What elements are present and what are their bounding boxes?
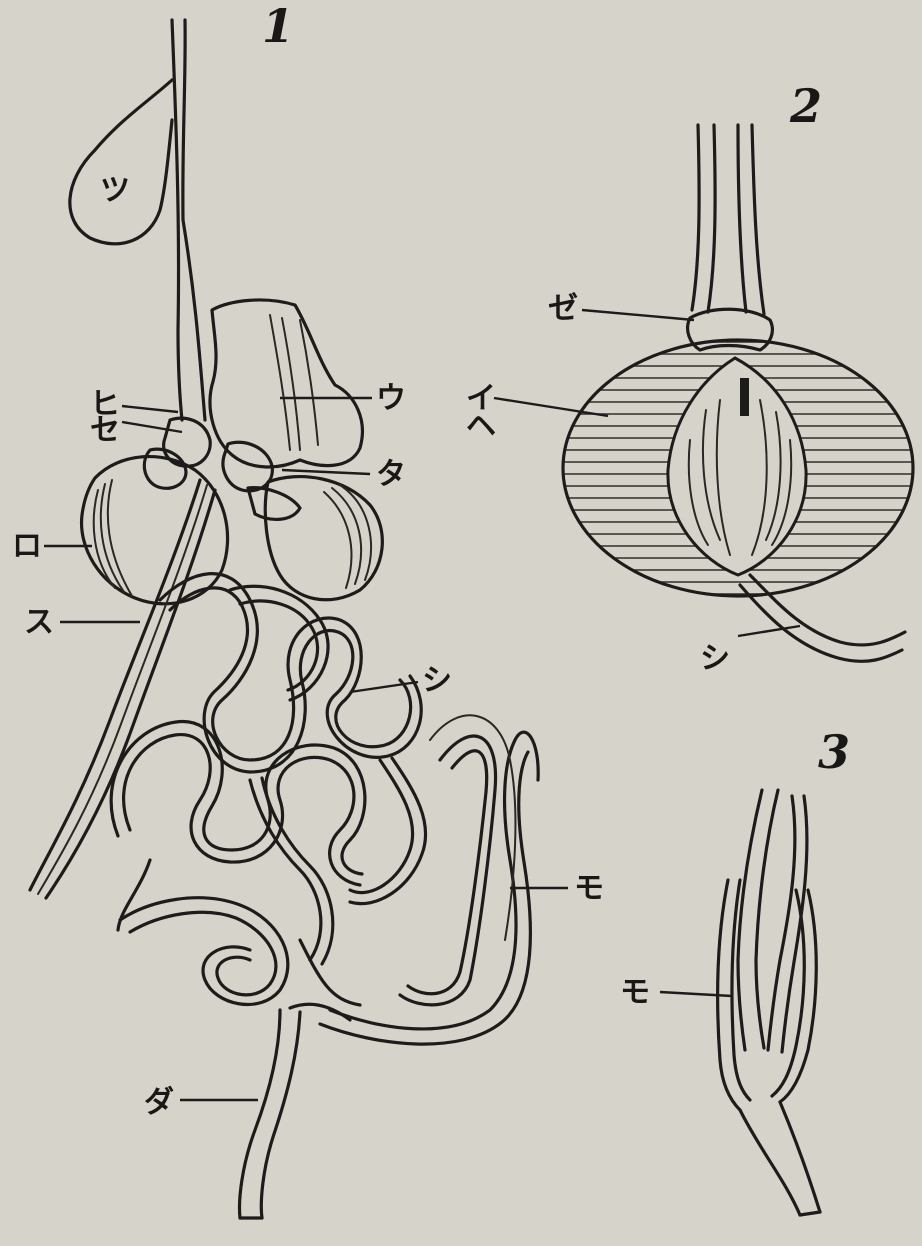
figure-1-label-mo: モ (574, 871, 604, 906)
figure-3-branching-duct (718, 790, 820, 1215)
figure-1-sac-and-duct (70, 20, 205, 420)
figure-1-label-ta: タ (376, 457, 406, 492)
figure-1-label-ro: ロ (12, 529, 42, 564)
figure-1-label-u: ウ (376, 381, 406, 416)
figure-1-convoluted-tubule (111, 574, 425, 1005)
figure-2-label-shi: シ (700, 641, 730, 676)
figure-2-dark-mark (740, 378, 749, 416)
figure-1-left-testis (82, 457, 228, 604)
figure-1-exit-duct (240, 1004, 350, 1218)
figure-3-leader (660, 992, 732, 996)
figure-1-label-da: ダ (144, 1085, 174, 1120)
figure-2-number: 2 (789, 79, 822, 133)
figure-1-outer-loop (320, 715, 538, 1044)
figure-2: 2 (466, 79, 913, 676)
figure-1-label-se: セ (90, 413, 120, 448)
figure-2-oval-body (563, 340, 913, 596)
figure-2-tail (740, 575, 905, 661)
figure-2-label-he: ヘ (466, 409, 496, 444)
figure-3-number: 3 (818, 725, 850, 779)
figure-1-number: 1 (262, 0, 294, 53)
figure-1-label-su: ス (24, 605, 54, 640)
figure-3: 3 モ (620, 725, 850, 1215)
figure-3-label-mo: モ (620, 975, 650, 1010)
figure-2-label-ze: ゼ (548, 291, 578, 326)
figure-1-label-shi: シ (422, 663, 452, 698)
figure-1-label-tsu: ツ (100, 173, 130, 208)
figure-1-diagonal-tube (30, 480, 215, 898)
figure-2-ducts (688, 125, 773, 350)
figure-1: 1 (12, 0, 604, 1218)
